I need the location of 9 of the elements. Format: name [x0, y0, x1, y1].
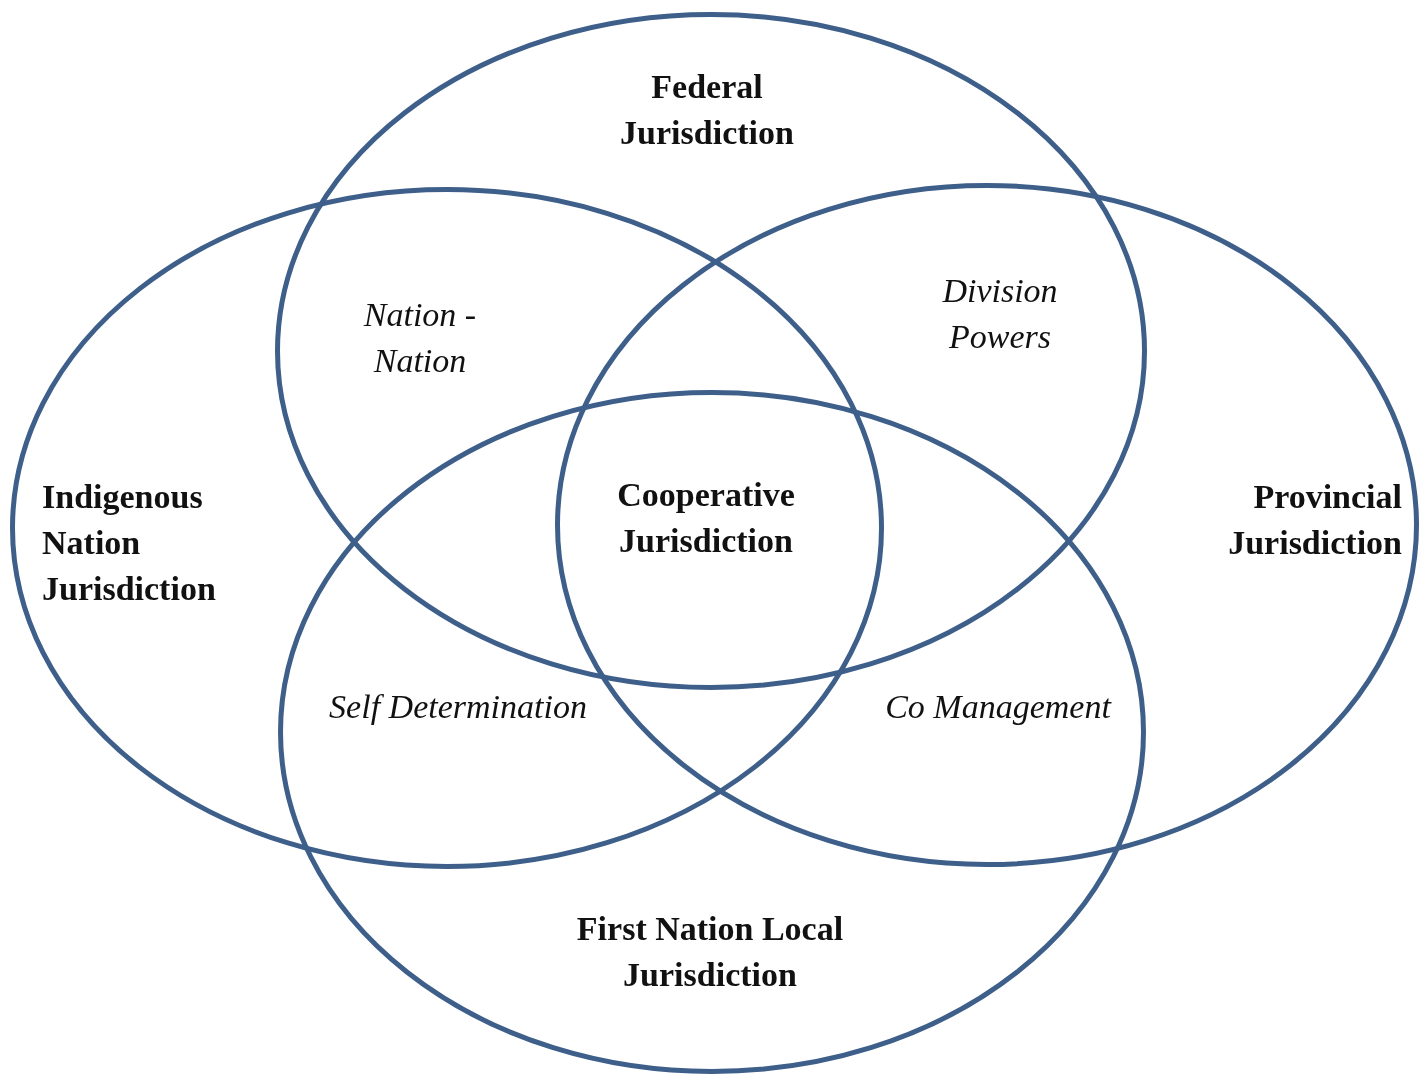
set-title: Provincial Jurisdiction	[1227, 477, 1402, 563]
overlap-label: Cooperative Jurisdiction	[616, 475, 796, 561]
set-title: Indigenous Nation Jurisdiction	[42, 477, 217, 609]
set-title: First Nation Local Jurisdiction	[575, 909, 845, 995]
overlap-label: Self Determination	[328, 687, 588, 727]
overlap-label: Co Management	[884, 687, 1113, 727]
set-title: Federal Jurisdiction	[619, 67, 795, 153]
overlap-label: Nation - Nation	[362, 295, 478, 381]
overlap-label: Division Powers	[941, 271, 1059, 357]
